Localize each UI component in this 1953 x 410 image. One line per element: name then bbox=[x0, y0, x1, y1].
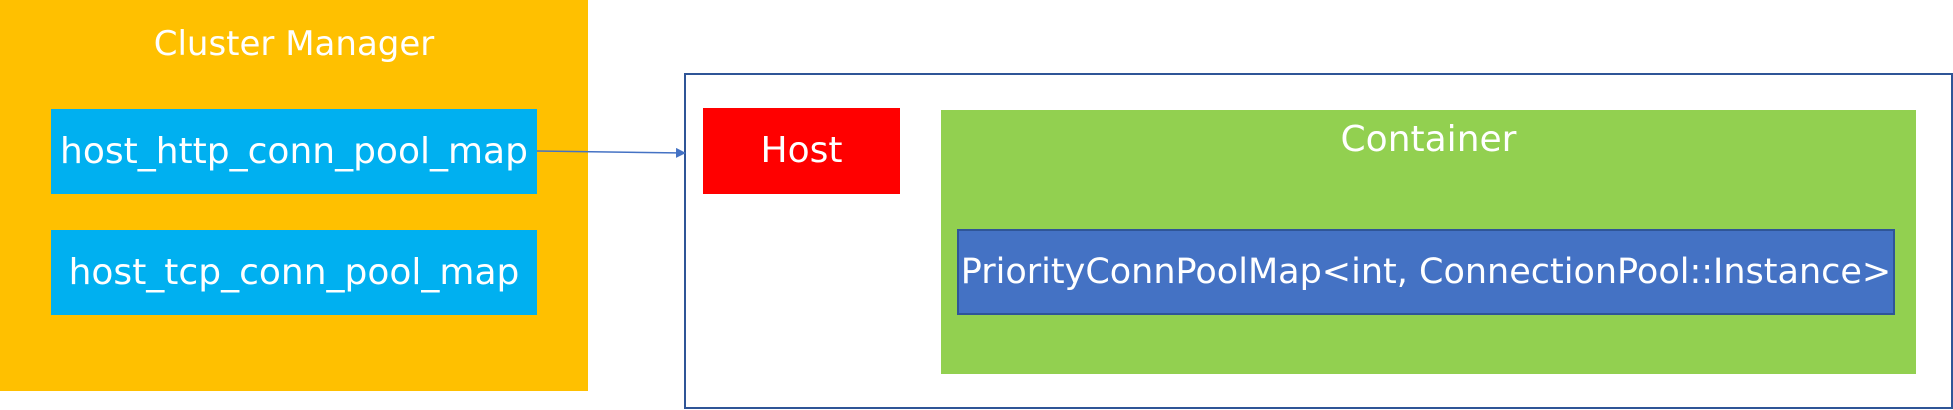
container-title: Container bbox=[1340, 119, 1517, 160]
priority-conn-pool-map-box: PriorityConnPoolMap<int, ConnectionPool:… bbox=[957, 229, 1895, 315]
host-http-conn-pool-map-box: host_http_conn_pool_map bbox=[51, 109, 537, 194]
host-tcp-conn-pool-map-box: host_tcp_conn_pool_map bbox=[51, 230, 537, 315]
host-box: Host bbox=[703, 108, 900, 194]
arrow-line bbox=[536, 147, 686, 158]
cluster-manager-panel bbox=[0, 0, 588, 391]
cluster-manager-title: Cluster Manager bbox=[153, 24, 435, 64]
